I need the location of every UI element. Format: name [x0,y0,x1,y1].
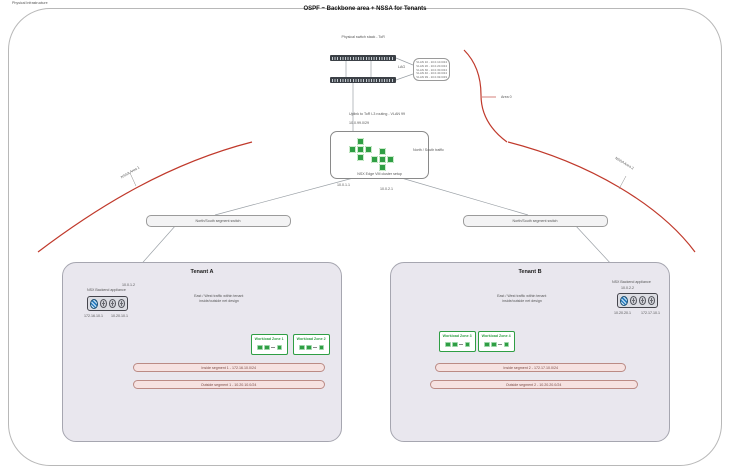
edge-vm-icon [365,146,372,153]
tenant-b-ip-right: 172.17.10.1 [641,310,661,315]
vlan-entry: VLAN 20 - 10.0.20.0/24 [416,64,447,68]
link-icon [459,343,463,346]
tenant-b-ip-left: 10.20.20.1 [614,310,632,315]
vm-icon [484,341,490,348]
tenant-a-ip-right: 10.20.10.1 [111,313,129,318]
tenant-a-outside-segment-bar: Outside segment 1 - 10.20.10.0/24 [133,380,325,389]
tor-switch-2 [330,77,396,83]
boundary-label: Physical Infrastructure [12,0,48,5]
tenant-a-inside-segment-bar: Inside segment 1 - 172.16.10.0/24 [133,363,325,372]
vm-icon [452,341,458,348]
vm-icon [276,344,282,351]
fan-icon [117,299,126,308]
workload-zone-title: Workload Zone 4 [482,333,511,338]
fan-icon [647,296,656,305]
vm-icon [318,344,324,351]
tenant-b-east-west-text: East / West traffic within tenant inside… [497,294,547,303]
link-icon [313,346,317,349]
workload-zone-title: Workload Zone 1 [255,336,284,341]
vlan-entry: VLAN 10 - 10.0.10.0/24 [416,60,447,64]
tenant-a-backend-appliance [87,296,128,311]
vm-icon [264,344,270,351]
fan-icon [629,296,637,305]
tenant-b-outside-segment-bar: Outside segment 2 - 10.20.20.0/24 [430,380,638,389]
vm-icon [257,344,263,351]
vm-icon [299,344,305,351]
workload-zone-box: Workload Zone 4 [478,331,515,352]
fan-icon [638,296,646,305]
tenant-a-appliance-label: NSX Backend appliance [87,287,126,292]
nsx-edge-cluster-box: NSX Edge VM cluster setup [330,131,429,179]
uplink-label-2: 10.0.99.0/29 [349,120,370,125]
uplink-label-1: Uplink to ToR L3 routing - VLAN 99 [349,111,405,116]
vm-icon [491,341,497,348]
diagram-title: OSPF ~ Backbone area + NSSA for Tenants [303,6,427,12]
vlan-entry: VLAN 99 - 10.0.99.0/29 [416,76,447,80]
tenant-b-appliance-label: NSX Backend appliance [612,279,651,284]
tenant-b-backend-appliance [617,293,658,308]
vm-icon [464,341,470,348]
workload-zone-box: Workload Zone 3 [439,331,476,352]
edge-cluster-label: NSX Edge VM cluster setup [357,171,402,176]
workload-zone-title: Workload Zone 3 [443,333,472,338]
edge-vm-icon [357,154,364,161]
edge-vm-icon [371,156,378,163]
tenant-b-link-ip: 10.0.2.2 [621,285,635,290]
tenant-a-title: Tenant A [190,269,214,275]
vlan-list-box: VLAN 10 - 10.0.10.0/24 VLAN 20 - 10.0.20… [413,58,450,81]
workload-zone-box: Workload Zone 2 [293,334,330,355]
tenant-b-inside-segment-bar: Inside segment 2 - 172.17.10.0/24 [435,363,626,372]
tor-switch-1 [330,55,396,61]
globe-icon [90,298,98,309]
left-uplink-ip-label: 10.0.1.1 [337,182,351,187]
link-icon [271,346,275,349]
fan-icon [99,299,107,308]
edge-vm-icon [379,164,386,171]
edge-vm-icon [349,146,356,153]
vm-icon [306,344,312,351]
edge-vm-icon [379,148,386,155]
right-uplink-ip-label: 10.0.2.1 [380,186,394,191]
vm-icon [503,341,509,348]
tenant-a-ip-left: 172.16.10.1 [84,313,104,318]
edge-vm-icon [387,156,394,163]
fan-icon [108,299,116,308]
edge-vm-icon [379,156,386,163]
tenant-b-box: Tenant B [390,262,670,442]
edge-vm-icon [357,146,364,153]
vlan-entry: VLAN 30 - 10.0.30.0/24 [416,68,447,72]
segment-switch-left: North/South segment switch [146,215,291,227]
tenant-a-link-ip: 10.0.1.2 [122,282,136,287]
segment-switch-right: North/South segment switch [463,215,608,227]
switch-ports [332,78,394,82]
switch-stack-label: Physical switch stack - ToR [341,34,385,39]
link-icon [498,343,502,346]
workload-zone-box: Workload Zone 1 [251,334,288,355]
area0-label: Area 0 [501,94,512,99]
vlan-entry: VLAN 40 - 10.0.40.0/24 [416,72,447,76]
tenant-a-east-west-text: East / West traffic within tenant inside… [194,294,244,303]
lag-label: LAG [398,64,406,69]
workload-zone-title: Workload Zone 2 [297,336,326,341]
globe-icon [620,295,628,306]
edge-vm-icon [357,138,364,145]
switch-ports [332,56,394,60]
vm-icon [445,341,451,348]
north-south-traffic-label: North / South traffic [413,147,444,152]
tenant-b-title: Tenant B [518,269,542,275]
physical-infrastructure-boundary [8,8,722,466]
